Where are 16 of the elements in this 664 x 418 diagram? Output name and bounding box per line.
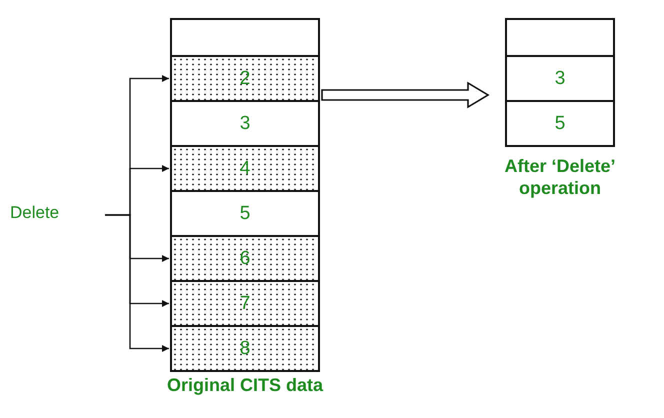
shaded-table-row: 2 [170,55,320,102]
shaded-table-row: 6 [170,235,320,282]
hollow-arrow [321,82,490,108]
table-row: 5 [505,100,615,147]
empty-table-row [170,18,320,57]
shaded-table-row: 7 [170,280,320,327]
delete-label: Delete [10,203,80,227]
empty-table-row [505,18,615,57]
shaded-table-row: 8 [170,325,320,372]
stack-caption: After ‘Delete’ operation [503,155,617,199]
stack-caption: Original CITS data [166,374,324,396]
shaded-table-row: 4 [170,145,320,192]
arrow [105,214,169,352]
table-row: 3 [505,55,615,102]
table-row: 3 [170,100,320,147]
table-row: 5 [170,190,320,237]
